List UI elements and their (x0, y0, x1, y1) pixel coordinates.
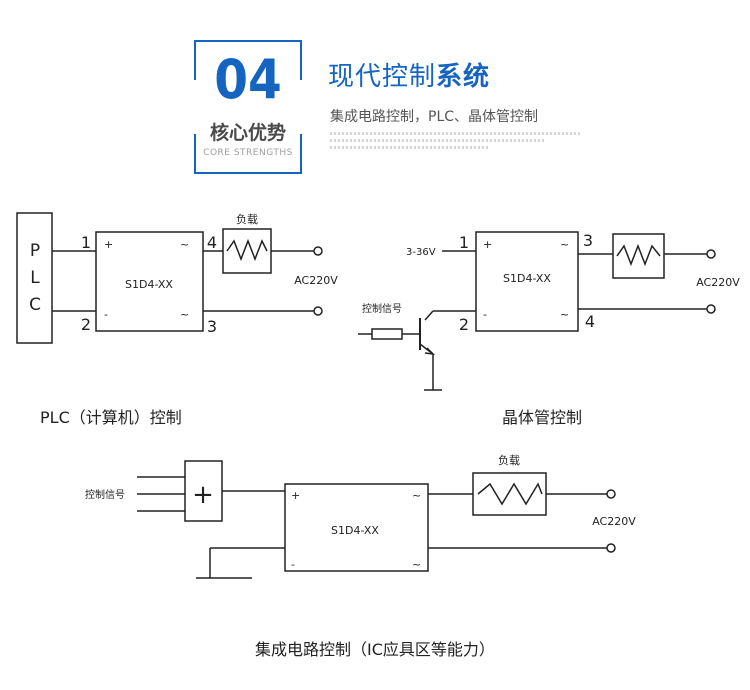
load-2 (612, 233, 665, 279)
pin-label: 4 (207, 233, 217, 252)
tilde-sign: ~ (560, 238, 569, 251)
pin-label: 3 (583, 231, 593, 250)
pin-label: 1 (459, 233, 469, 252)
tilde-sign: ~ (412, 558, 421, 571)
decorative-line (330, 146, 490, 149)
load-3 (472, 472, 547, 516)
plc-letter: P (30, 241, 40, 261)
ssr-module-2 (475, 231, 579, 332)
pin-label: 4 (585, 312, 595, 331)
title-plain: 现代控制 (328, 62, 437, 92)
load-1 (222, 228, 272, 274)
terminal-2b (706, 304, 716, 314)
plus-sign: + (483, 238, 492, 251)
signal-label: 控制信号 (85, 488, 125, 501)
ac-label: AC220V (696, 276, 740, 289)
pin-label: 3 (207, 317, 217, 336)
pin-label: 2 (81, 315, 91, 334)
page-subtitle: 集成电路控制，PLC、晶体管控制 (330, 109, 539, 125)
terminal-3b (606, 543, 616, 553)
minus-sign: - (291, 558, 295, 571)
plc-box (16, 212, 53, 344)
caption-plc: PLC（计算机）控制 (40, 408, 182, 427)
decorative-line (330, 139, 545, 142)
page-title: 现代控制系统 (328, 56, 490, 93)
tilde-sign: ~ (412, 489, 421, 502)
section-sublabel: CORE STRENGTHS (203, 148, 293, 158)
caption-transistor: 晶体管控制 (502, 408, 583, 427)
ssr-module-3 (284, 483, 429, 572)
terminal-1a (313, 246, 323, 256)
pin-label: 1 (81, 233, 91, 252)
module-label: S1D4-XX (331, 524, 379, 537)
tilde-sign: ~ (180, 308, 189, 321)
tilde-sign: ~ (560, 308, 569, 321)
title-bold: 系统 (436, 62, 491, 92)
module-label: S1D4-XX (125, 278, 173, 291)
ac-label: AC220V (592, 515, 636, 528)
plc-letter: C (29, 295, 41, 315)
section-number: 04 (214, 48, 282, 111)
terminal-2a (706, 249, 716, 259)
terminal-1b (313, 306, 323, 316)
opamp-symbol: + (192, 480, 214, 510)
voltage-label: 3-36V (406, 247, 436, 258)
pin-label: 2 (459, 315, 469, 334)
plus-sign: + (104, 238, 113, 251)
resistor (371, 328, 403, 340)
module-label: S1D4-XX (503, 272, 551, 285)
plc-letter: L (30, 268, 40, 288)
terminal-3a (606, 489, 616, 499)
load-label: 负载 (236, 212, 258, 226)
section-label: 核心优势 (209, 122, 286, 144)
load-label: 负载 (498, 453, 520, 467)
signal-label: 控制信号 (362, 302, 402, 315)
plus-sign: + (291, 489, 300, 502)
caption-ic: 集成电路控制（IC应具区等能力） (255, 640, 495, 659)
minus-sign: - (104, 308, 108, 321)
ac-label: AC220V (294, 274, 338, 287)
tilde-sign: ~ (180, 238, 189, 251)
minus-sign: - (483, 308, 487, 321)
ssr-module-1 (95, 231, 204, 332)
section-badge: 04 核心优势 CORE STRENGTHS (194, 40, 302, 174)
decorative-line (330, 132, 580, 135)
